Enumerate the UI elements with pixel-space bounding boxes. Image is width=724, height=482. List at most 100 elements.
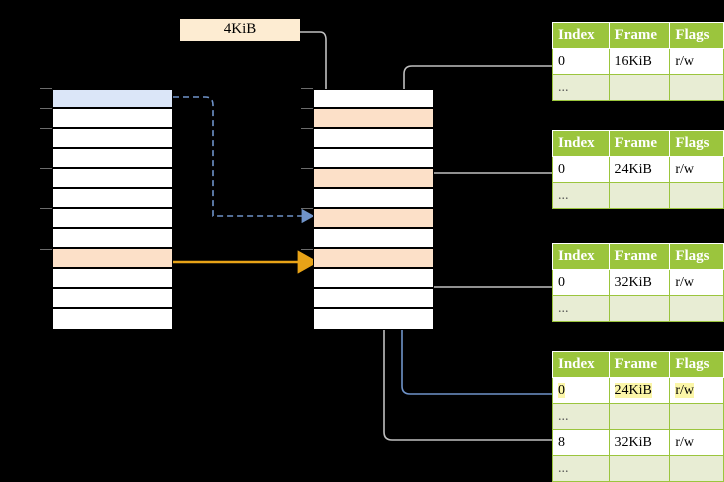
cell-index: ... [552, 403, 610, 430]
cell-flags [669, 182, 724, 209]
cell-frame: 24KiB [608, 377, 671, 404]
physical-memory-column [313, 89, 434, 330]
table-header-row: Index Frame Flags [552, 22, 724, 49]
virtual-cell[interactable] [52, 89, 173, 108]
cell-frame [608, 295, 671, 322]
physical-tick [301, 249, 313, 250]
virtual-cell[interactable] [52, 248, 173, 268]
physical-cell[interactable] [313, 188, 434, 208]
table-row[interactable]: 8 32KiB r/w [552, 429, 724, 456]
physical-cell[interactable] [313, 89, 434, 108]
physical-cell[interactable] [313, 108, 434, 128]
cell-frame-text: 24KiB [614, 382, 652, 398]
virtual-cell[interactable] [52, 148, 173, 168]
virtual-tick [40, 108, 52, 109]
table-header-row: Index Frame Flags [552, 243, 724, 270]
cell-frame [608, 74, 671, 101]
cell-frame: 32KiB [608, 429, 671, 456]
table-header-row: Index Frame Flags [552, 130, 724, 157]
table-row[interactable]: 0 32KiB r/w [552, 269, 724, 296]
virtual-tick [40, 249, 52, 250]
page-size-label: 4KiB [180, 19, 300, 41]
physical-tick [301, 128, 313, 129]
virtual-cell[interactable] [52, 288, 173, 308]
column-header-index: Index [552, 130, 610, 157]
virtual-tick [40, 168, 52, 169]
physical-cell[interactable] [313, 288, 434, 308]
virtual-cell[interactable] [52, 308, 173, 330]
cell-flags: r/w [669, 377, 724, 404]
virtual-cell[interactable] [52, 128, 173, 148]
virtual-address-space-column [52, 89, 173, 330]
physical-cell[interactable] [313, 148, 434, 168]
column-header-index: Index [552, 22, 610, 49]
physical-cell[interactable] [313, 308, 434, 330]
cell-flags [669, 295, 724, 322]
cell-index: 0 [552, 269, 610, 296]
page-table-level-2: Index Frame Flags 0 24KiB r/w ... [552, 130, 724, 209]
page-table-level-1: Index Frame Flags 0 16KiB r/w ... [552, 22, 724, 101]
physical-cell[interactable] [313, 228, 434, 248]
virtual-cell[interactable] [52, 108, 173, 128]
cell-index: 0 [552, 48, 610, 75]
table-row-ellipsis: ... [552, 74, 724, 101]
table-row-ellipsis: ... [552, 182, 724, 209]
virtual-tick [40, 88, 52, 89]
physical-cell[interactable] [313, 268, 434, 288]
column-header-frame: Frame [608, 130, 671, 157]
cell-index: 0 [552, 377, 610, 404]
cell-frame [608, 403, 671, 430]
physical-cell[interactable] [313, 128, 434, 148]
column-header-flags: Flags [669, 22, 724, 49]
cell-flags: r/w [669, 429, 724, 456]
column-header-frame: Frame [608, 22, 671, 49]
table-row[interactable]: 0 24KiB r/w [552, 377, 724, 404]
physical-tick [301, 108, 313, 109]
physical-cell[interactable] [313, 168, 434, 188]
table-header-row: Index Frame Flags [552, 351, 724, 378]
cell-frame: 16KiB [608, 48, 671, 75]
cell-flags: r/w [669, 156, 724, 183]
column-header-index: Index [552, 351, 610, 378]
physical-cell[interactable] [313, 248, 434, 268]
column-header-frame: Frame [608, 351, 671, 378]
physical-tick [301, 168, 313, 169]
cell-index: ... [552, 455, 610, 482]
cell-index: 0 [552, 156, 610, 183]
column-header-flags: Flags [669, 351, 724, 378]
column-header-frame: Frame [608, 243, 671, 270]
column-header-index: Index [552, 243, 610, 270]
cell-flags [669, 455, 724, 482]
virtual-cell[interactable] [52, 188, 173, 208]
cell-flags [669, 74, 724, 101]
table-row-ellipsis: ... [552, 455, 724, 482]
column-header-flags: Flags [669, 130, 724, 157]
physical-tick [301, 88, 313, 89]
physical-cell[interactable] [313, 208, 434, 228]
cell-flags-text: r/w [675, 382, 695, 398]
cell-index-text: 0 [558, 382, 565, 398]
wire-table2-to-physical [410, 172, 552, 215]
physical-tick [301, 208, 313, 209]
page-table-level-4: Index Frame Flags 0 24KiB r/w ... 8 32Ki… [552, 351, 724, 482]
virtual-cell[interactable] [52, 228, 173, 248]
wire-table3-to-physical [416, 263, 552, 288]
table-row-ellipsis: ... [552, 295, 724, 322]
column-header-flags: Flags [669, 243, 724, 270]
virtual-tick [40, 208, 52, 209]
virtual-cell[interactable] [52, 168, 173, 188]
table-row[interactable]: 0 16KiB r/w [552, 48, 724, 75]
cell-index: ... [552, 295, 610, 322]
virtual-tick [40, 128, 52, 129]
table-row[interactable]: 0 24KiB r/w [552, 156, 724, 183]
cell-index: 8 [552, 429, 610, 456]
cell-flags: r/w [669, 269, 724, 296]
virtual-cell[interactable] [52, 208, 173, 228]
cell-index: ... [552, 74, 610, 101]
cell-frame [608, 455, 671, 482]
cell-frame: 32KiB [608, 269, 671, 296]
page-table-level-3: Index Frame Flags 0 32KiB r/w ... [552, 243, 724, 322]
cell-flags: r/w [669, 48, 724, 75]
virtual-cell[interactable] [52, 268, 173, 288]
cell-flags [669, 403, 724, 430]
